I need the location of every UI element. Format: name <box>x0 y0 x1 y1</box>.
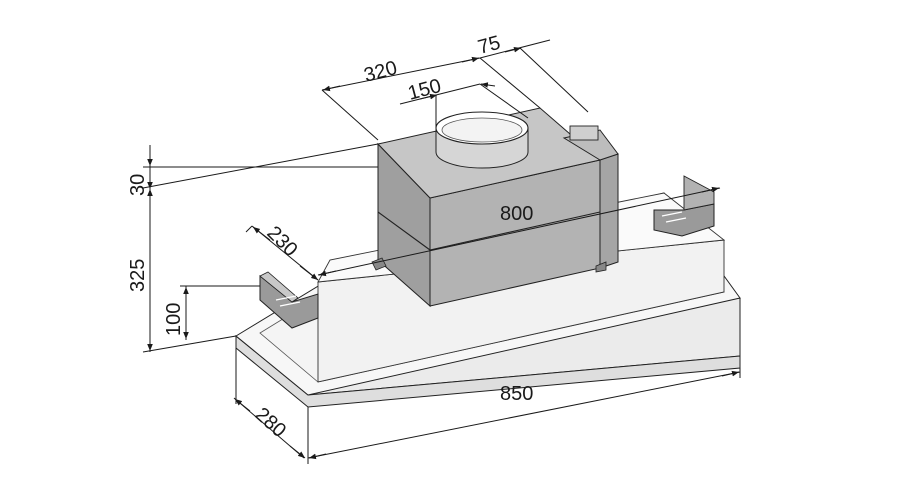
exhaust-collar <box>435 111 529 169</box>
dim-label-850: 850 <box>500 383 533 405</box>
motor-foot-right <box>595 261 607 273</box>
dim-label-325: 325 <box>127 259 149 292</box>
dim-label-150: 150 <box>406 75 444 105</box>
dimension-lines <box>142 39 741 464</box>
collar-inner <box>441 117 523 143</box>
dim-label-800: 800 <box>500 203 533 225</box>
dim-label-320: 320 <box>362 57 400 87</box>
bracket-right <box>653 175 715 237</box>
dim-label-280: 280 <box>251 403 291 442</box>
bracket-left <box>259 271 319 329</box>
motor-box <box>371 107 619 308</box>
dim-label-30: 30 <box>127 174 149 196</box>
motor-connector <box>569 125 599 141</box>
dim-label-100: 100 <box>163 303 185 336</box>
dim-label-230: 230 <box>262 222 301 261</box>
dim-label-75: 75 <box>476 32 503 59</box>
motor-seam-2 <box>377 211 431 251</box>
motor-seam-1 <box>429 211 601 251</box>
